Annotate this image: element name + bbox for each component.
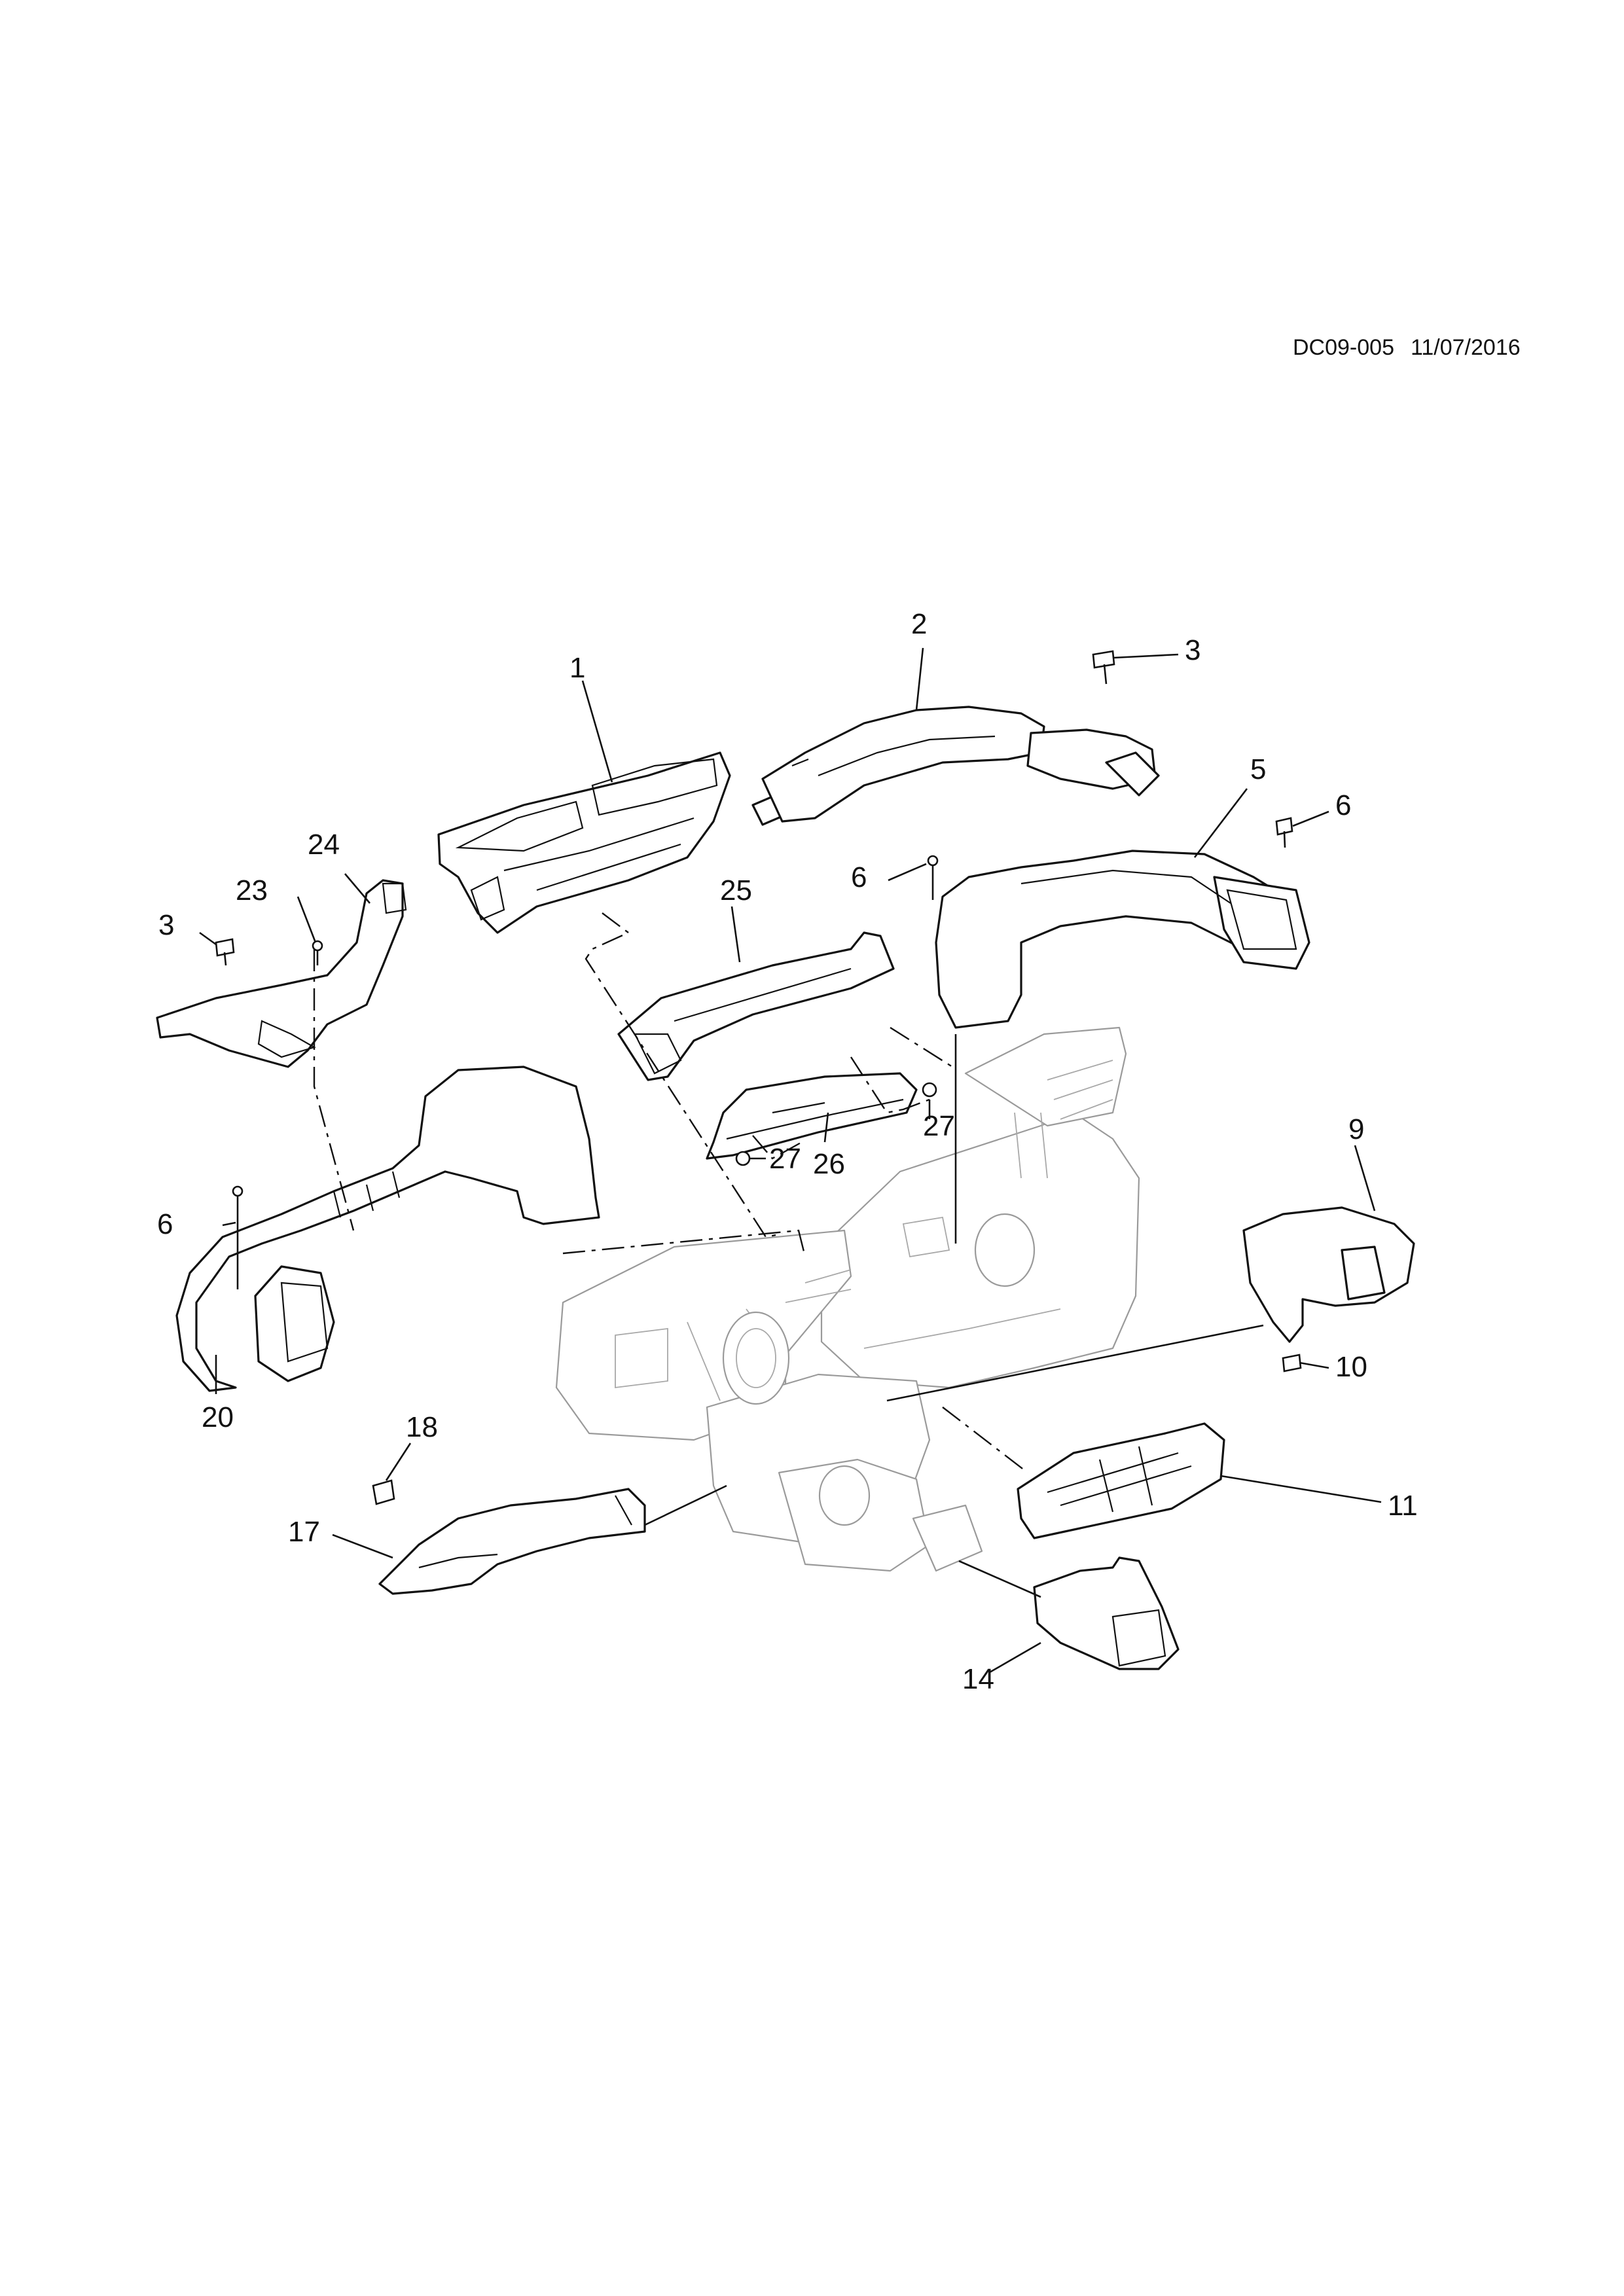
part-17-rear-duct [378, 1488, 646, 1595]
diagram-code: DC09-005 [1293, 335, 1394, 360]
callout-6-mid: 6 [851, 861, 867, 893]
part-9-right-duct [1242, 1206, 1415, 1343]
diagram-date: 11/07/2016 [1411, 335, 1521, 360]
screw-10 [1282, 1354, 1302, 1372]
callout-23: 23 [236, 874, 268, 906]
screw-18 [372, 1479, 395, 1505]
screw-6-left [232, 1185, 244, 1289]
callout-2: 2 [911, 608, 927, 640]
callout-17: 17 [288, 1516, 320, 1548]
callout-26: 26 [813, 1148, 845, 1180]
part-20-lower-left-duct [175, 1066, 600, 1392]
part-5-side-duct [935, 850, 1310, 1029]
callout-leaders [199, 647, 1382, 1674]
part-2-upper-duct [761, 706, 1160, 823]
callout-18: 18 [406, 1411, 438, 1443]
assembly-lines [313, 912, 1264, 1598]
callout-20: 20 [202, 1401, 234, 1433]
callout-10: 10 [1335, 1351, 1367, 1383]
part-14-lower-outlet [1033, 1556, 1180, 1670]
callout-27-left: 27 [769, 1143, 801, 1175]
screw-3-right [1092, 650, 1115, 685]
screw-23 [312, 940, 323, 965]
screw-6-right [1275, 817, 1293, 848]
callout-27-right: 27 [923, 1110, 955, 1142]
part-25-defroster-duct [617, 931, 895, 1081]
callout-1: 1 [569, 652, 585, 684]
callout-3-left: 3 [158, 909, 174, 941]
callout-5: 5 [1250, 753, 1266, 785]
callout-11: 11 [1388, 1490, 1418, 1522]
callout-25: 25 [720, 874, 752, 906]
callout-24: 24 [308, 829, 340, 861]
nut-27-left [735, 1151, 751, 1166]
callout-6-left: 6 [157, 1208, 173, 1240]
part-24-left-duct [156, 879, 407, 1068]
part-11-floor-duct [1017, 1422, 1225, 1539]
callout-14: 14 [962, 1663, 994, 1695]
screw-6-mid [927, 855, 939, 900]
screw-3-left [215, 938, 235, 966]
hvac-module-housing [555, 1026, 1140, 1572]
callout-9: 9 [1348, 1113, 1364, 1145]
callout-6-right: 6 [1335, 789, 1351, 821]
nut-27-right [922, 1082, 937, 1098]
part-26-defroster-outlet [706, 1072, 918, 1160]
callout-labels: 1 2 3 5 6 6 3 23 24 25 27 27 26 6 20 9 1… [157, 608, 1418, 1695]
callout-3-right: 3 [1185, 634, 1200, 666]
